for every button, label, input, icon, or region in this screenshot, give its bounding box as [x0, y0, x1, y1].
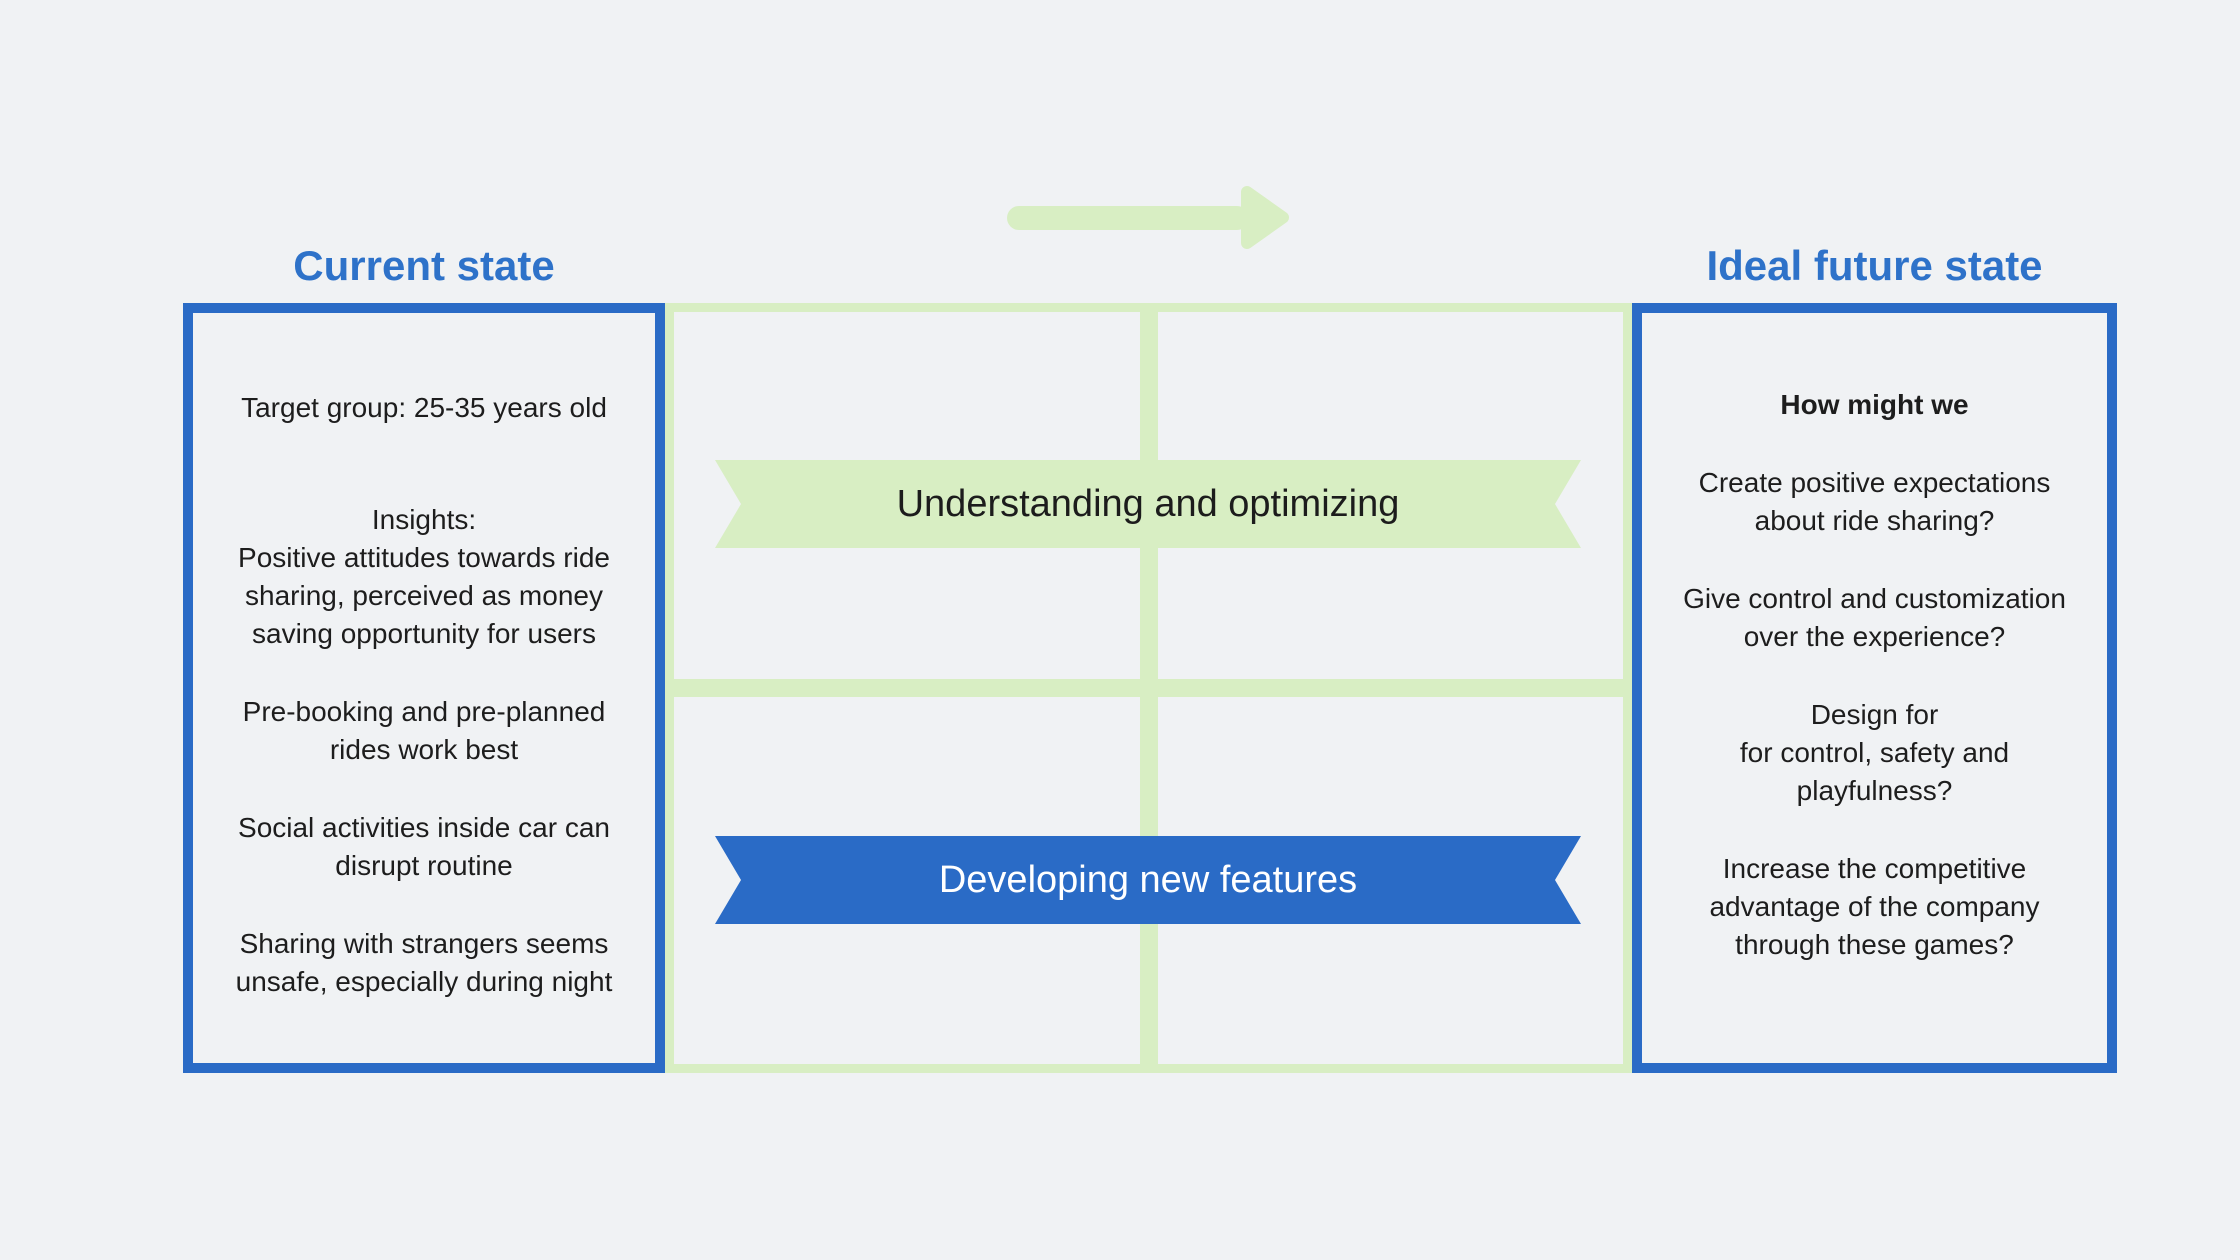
ideal-future-state-panel: How might we Create positive expectation…: [1632, 303, 2117, 1073]
pre-booking-paragraph: Pre-booking and pre-planned rides work b…: [242, 696, 606, 765]
control-customization-question: Give control and customization over the …: [1683, 583, 2066, 652]
hmw-heading: How might we: [1780, 389, 1969, 420]
design-for-question: Design for for control, safety and playf…: [1739, 699, 2010, 806]
strangers-paragraph: Sharing with strangers seems unsafe, esp…: [235, 928, 613, 997]
ideal-future-state-title: Ideal future state: [1706, 242, 2043, 289]
ideal-future-state-text: How might we Create positive expectation…: [1642, 313, 2107, 964]
social-activities-paragraph: Social activities inside car can disrupt…: [238, 812, 610, 881]
process-matrix: [665, 303, 1632, 1073]
developing-new-features-banner: Developing new features: [715, 836, 1581, 924]
target-group-paragraph: Target group: 25-35 years old: [241, 392, 607, 423]
understanding-optimizing-banner: Understanding and optimizing: [715, 460, 1581, 548]
insights-paragraph: Insights: Positive attitudes towards rid…: [238, 504, 610, 649]
positive-expectations-question: Create positive expectations about ride …: [1698, 467, 2051, 536]
right-arrow-icon: [1007, 185, 1290, 255]
current-state-title: Current state: [293, 242, 555, 289]
competitive-advantage-question: Increase the competitive advantage of th…: [1709, 853, 2040, 960]
current-state-text: Target group: 25-35 years old Insights: …: [193, 313, 655, 1001]
current-state-panel: Target group: 25-35 years old Insights: …: [183, 303, 665, 1073]
